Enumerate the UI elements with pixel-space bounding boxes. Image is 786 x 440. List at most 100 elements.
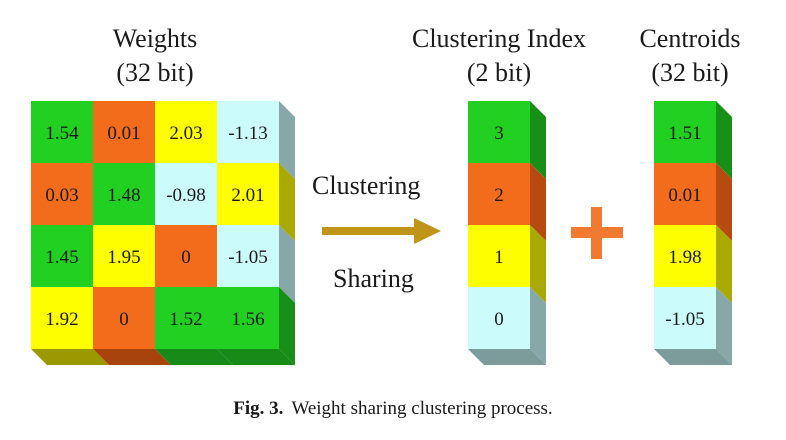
weight-cell-r3-c3-bottom-face: [217, 349, 295, 365]
weight-cell-r0-c2-value: 2.03: [169, 123, 202, 144]
weight-cell-r2-c2: 0: [155, 225, 217, 287]
figure-caption: Fig. 3. Weight sharing clustering process…: [0, 398, 786, 420]
weight-cell-r2-c1: 1.95: [93, 225, 155, 287]
centroids-column: 1.51 0.01 1.98 -1.05: [654, 101, 732, 365]
index-title-text: Clustering Index: [411, 24, 587, 53]
weight-cell-r0-c1-face: [93, 101, 155, 163]
weight-cell-r1-c3-value: 2.01: [231, 185, 264, 206]
centroid-cell-1-face: [654, 163, 716, 225]
index-cell-1-face: [468, 163, 530, 225]
weight-cell-r0-c0: 1.54: [31, 101, 93, 163]
index-cell-3-side-face: [530, 287, 546, 365]
arrow-label-sharing: Sharing: [333, 264, 414, 293]
weight-cell-r1-c1: 1.48: [93, 163, 155, 225]
weight-cell-r1-c3-face: [217, 163, 279, 225]
index-cell-2: 1: [468, 225, 546, 303]
weight-cell-r2-c0-face: [31, 225, 93, 287]
weights-matrix: 1.54 0.01 2.03 -1.13 0.03 1.48 -0.98 2.01 1.45 1.…: [31, 101, 295, 365]
weights-subtitle: (32 bit): [116, 58, 194, 87]
weight-cell-r0-c2-face: [155, 101, 217, 163]
index-cell-3-value: 0: [494, 309, 504, 330]
weight-cell-r2-c2-value: 0: [181, 247, 191, 268]
centroid-cell-1-side-face: [716, 163, 732, 241]
index-cell-2-side-face: [530, 225, 546, 303]
centroid-cell-3: -1.05: [654, 287, 732, 365]
weight-cell-r2-c3-side-face: [279, 225, 295, 303]
weight-cell-r1-c1-face: [93, 163, 155, 225]
weight-cell-r3-c2-face: [155, 287, 217, 349]
index-title: Clustering Index (2 bit): [388, 22, 610, 90]
weight-cell-r2-c3-face: [217, 225, 279, 287]
clustering-index-column: 3 2 1 0: [468, 101, 546, 365]
centroid-cell-2-face: [654, 225, 716, 287]
index-cell-0-side-face: [530, 101, 546, 179]
weight-cell-r3-c3-face: [217, 287, 279, 349]
weight-cell-r3-c2: 1.52: [155, 287, 233, 365]
weight-cell-r3-c2-bottom-face: [155, 349, 233, 365]
weight-cell-r2-c3-value: -1.05: [228, 247, 268, 268]
index-subtitle: (2 bit): [466, 58, 532, 87]
arrow-shaft: [322, 227, 416, 235]
index-cell-3: 0: [468, 287, 546, 365]
arrow-label-clustering: Clustering: [312, 171, 421, 200]
weight-cell-r0-c2: 2.03: [155, 101, 217, 163]
weight-cell-r1-c1-value: 1.48: [107, 185, 140, 206]
weight-cell-r0-c3-value: -1.13: [228, 123, 268, 144]
weight-cell-r2-c0: 1.45: [31, 225, 93, 287]
arrow-head: [414, 218, 441, 244]
caption-text: Weight sharing clustering process.: [291, 398, 553, 419]
weight-cell-r3-c0-bottom-face: [31, 349, 109, 365]
weight-cell-r3-c3-side-face: [279, 287, 295, 365]
centroid-cell-2: 1.98: [654, 225, 732, 303]
weight-cell-r3-c1-value: 0: [119, 309, 129, 330]
weight-cell-r0-c3: -1.13: [217, 101, 295, 179]
index-cell-3-bottom-face: [468, 349, 546, 365]
weight-cell-r1-c0-face: [31, 163, 93, 225]
index-cell-1-value: 2: [494, 185, 504, 206]
centroid-cell-0-side-face: [716, 101, 732, 179]
index-cell-0-value: 3: [494, 123, 504, 144]
clustering-arrow: [322, 218, 441, 244]
weight-cell-r1-c3-side-face: [279, 163, 295, 241]
weight-cell-r1-c2-face: [155, 163, 217, 225]
weight-cell-r0-c1: 0.01: [93, 101, 155, 163]
weight-cell-r3-c2-value: 1.52: [169, 309, 202, 330]
index-cell-0: 3: [468, 101, 546, 179]
weight-cell-r0-c0-value: 1.54: [45, 123, 79, 144]
centroid-cell-3-side-face: [716, 287, 732, 365]
centroid-cell-3-value: -1.05: [665, 309, 705, 330]
weight-cell-r0-c0-face: [31, 101, 93, 163]
index-cell-1-side-face: [530, 163, 546, 241]
index-cell-2-face: [468, 225, 530, 287]
weight-cell-r3-c1-face: [93, 287, 155, 349]
weight-cell-r3-c3-value: 1.56: [231, 309, 264, 330]
centroid-cell-2-value: 1.98: [668, 247, 701, 268]
centroids-title: Centroids (32 bit): [620, 22, 760, 90]
centroid-cell-1-value: 0.01: [668, 185, 701, 206]
weight-cell-r0-c3-side-face: [279, 101, 295, 179]
centroid-cell-0: 1.51: [654, 101, 732, 179]
weights-title: Weights (32 bit): [55, 22, 255, 90]
caption-label: Fig. 3.: [233, 398, 284, 419]
weight-cell-r3-c3: 1.56: [217, 287, 295, 365]
index-cell-2-value: 1: [494, 247, 504, 268]
weight-cell-r1-c0-value: 0.03: [45, 185, 78, 206]
weight-cell-r0-c1-value: 0.01: [107, 123, 140, 144]
centroid-cell-2-side-face: [716, 225, 732, 303]
centroids-subtitle: (32 bit): [651, 58, 729, 87]
weight-cell-r3-c0-value: 1.92: [45, 309, 78, 330]
weight-cell-r1-c2-value: -0.98: [166, 185, 206, 206]
weight-sharing-diagram: 1.54 0.01 2.03 -1.13 0.03 1.48 -0.98 2.01 1.45 1.…: [31, 101, 732, 365]
weight-cell-r1-c0: 0.03: [31, 163, 93, 225]
centroid-cell-3-face: [654, 287, 716, 349]
weight-cell-r2-c1-value: 1.95: [107, 247, 140, 268]
plus-vertical-bar: [591, 207, 602, 259]
weight-cell-r3-c1: 0: [93, 287, 171, 365]
weight-cell-r0-c3-face: [217, 101, 279, 163]
weights-title-text: Weights: [112, 24, 198, 53]
weight-cell-r2-c2-face: [155, 225, 217, 287]
centroid-cell-3-bottom-face: [654, 349, 732, 365]
weight-cell-r2-c0-value: 1.45: [45, 247, 78, 268]
weight-cell-r3-c1-bottom-face: [93, 349, 171, 365]
weight-cell-r1-c3: 2.01: [217, 163, 295, 241]
